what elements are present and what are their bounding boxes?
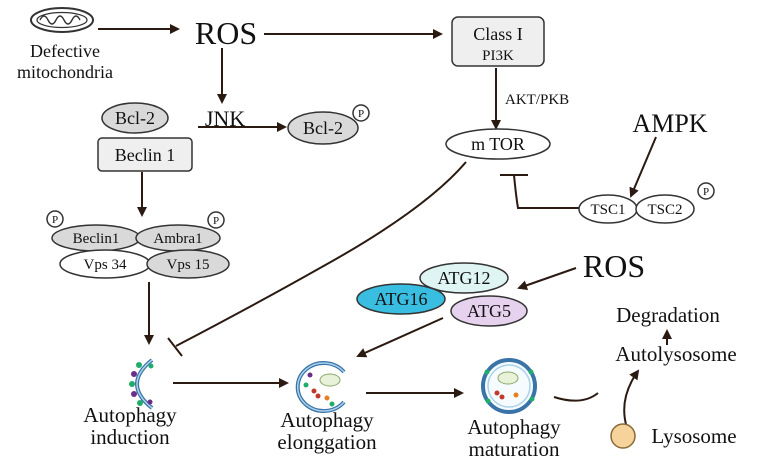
tsc-complex: TSC1 TSC2 P [578, 182, 715, 224]
phospho-bcl2-label: P [358, 108, 364, 120]
complex-ambra1-label: Ambra1 [153, 231, 202, 247]
ampk-label: AMPK [632, 109, 707, 138]
pi3k-label: PI3K [482, 48, 514, 64]
phospho-beclin1-label: P [52, 214, 58, 226]
arrow-atg-to-elongation [356, 317, 444, 358]
atg5-label: ATG5 [467, 301, 511, 321]
inhibit-mtor-to-induction [175, 161, 467, 347]
arrow-lysosome-to-autolysosome [623, 369, 640, 429]
connectors [98, 24, 672, 429]
autolysosome-label: Autolysosome [615, 342, 736, 366]
defective-label-1: Defective [30, 41, 100, 61]
atg12-shape [419, 262, 509, 294]
bcl2-node: Bcl-2 [101, 102, 169, 134]
atg5-shape [450, 295, 528, 327]
degradation-label: Degradation [616, 303, 720, 327]
inhibit-tsc-to-mtor [513, 174, 581, 209]
phospho-beclin1 [46, 210, 64, 228]
complex-vps15-label: Vps 15 [167, 257, 210, 273]
induction-label-1: Autophagy [83, 403, 177, 427]
lysosome-icon [610, 423, 636, 449]
tsc1-label: TSC1 [590, 202, 625, 218]
atg-cluster: ATG12 ATG16 ATG5 [356, 262, 528, 327]
arrow-ros-to-atg [517, 267, 577, 291]
induction-label-2: induction [90, 425, 170, 449]
inhibit-bar-induction [167, 337, 183, 357]
phagophore-icon [129, 358, 154, 410]
akt-label: AKT/PKB [505, 92, 569, 108]
class1-pi3k-box: Class I PI3K [451, 16, 545, 67]
mtor-label: m TOR [471, 134, 525, 154]
bcl2p-label: Bcl-2 [303, 118, 343, 138]
elongation-icon [295, 361, 346, 413]
pi3k-complex: Beclin1 Ambra1 P P Vps 34 Vps 15 [46, 210, 230, 279]
ros-label-main: ROS [195, 15, 257, 51]
beclin1-label: Beclin 1 [115, 145, 176, 165]
class1-label: Class I [473, 24, 523, 44]
autophagosome-icon [481, 358, 537, 414]
maturation-label-2: maturation [469, 437, 560, 461]
jnk-label: JNK [205, 106, 245, 131]
elongation-label-2: elonggation [277, 430, 377, 454]
arrow-ampk-to-tsc [629, 136, 657, 198]
bcl2-label: Bcl-2 [115, 108, 155, 128]
mitochondria-icon [30, 7, 94, 33]
maturation-label-1: Autophagy [467, 415, 561, 439]
atg16-shape [356, 283, 446, 315]
bcl2-phospho-node: Bcl-2 P [287, 104, 370, 145]
phospho-ambra1 [207, 211, 225, 229]
beclin1-box: Beclin 1 [97, 137, 193, 172]
tsc2-label: TSC2 [647, 202, 682, 218]
phospho-bcl2 [352, 104, 370, 122]
arrow-maturation-to-autolysosome-a [553, 392, 599, 402]
lysosome-label: Lysosome [651, 424, 736, 448]
ros-label-atg: ROS [583, 248, 645, 284]
phospho-tsc2 [697, 182, 715, 200]
complex-beclin1-label: Beclin1 [73, 231, 120, 247]
phospho-ambra1-label: P [213, 215, 219, 227]
defective-label-2: mitochondria [17, 62, 113, 82]
elongation-label-1: Autophagy [280, 408, 374, 432]
phospho-tsc2-label: P [703, 186, 709, 198]
atg12-label: ATG12 [438, 268, 491, 288]
mtor-node: m TOR [445, 128, 551, 160]
complex-vps34-label: Vps 34 [84, 257, 127, 273]
atg16-label: ATG16 [375, 289, 428, 309]
